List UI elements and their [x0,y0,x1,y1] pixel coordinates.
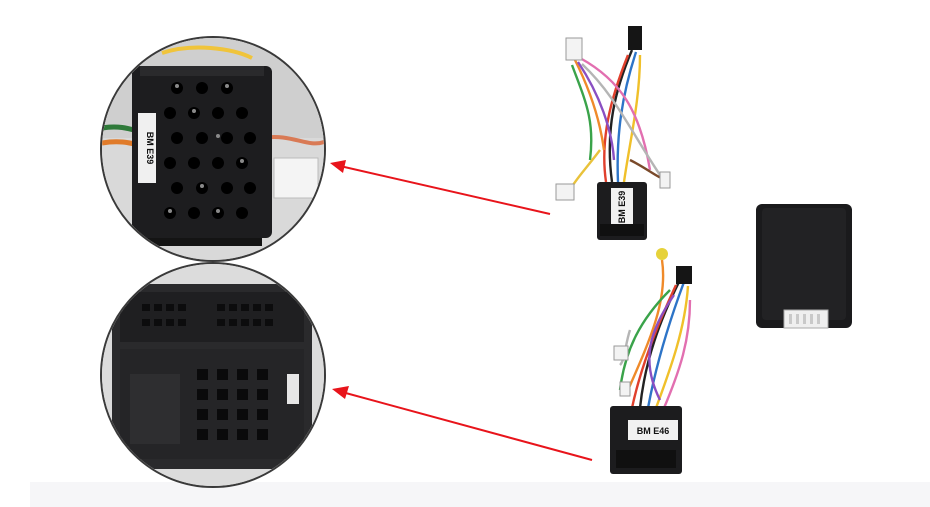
e46-wire-bundle [618,259,692,409]
e39-connector-label: BM E39 [617,191,627,224]
e39-connector: BM E39 [597,182,647,240]
e39-wire-bundle [568,49,666,191]
e46-connector-label: BM E46 [637,426,670,436]
arrow-left-icon [332,386,593,461]
e46-connector-closeup [102,264,324,486]
arrow-left-icon [330,160,551,215]
e39-closeup-label: BM E39 [145,132,155,165]
zoom-e46-connector [100,262,326,488]
canbus-decoder-box [756,204,852,329]
floor-shadow [30,482,930,507]
e46-connector: BM E46 [610,406,682,474]
